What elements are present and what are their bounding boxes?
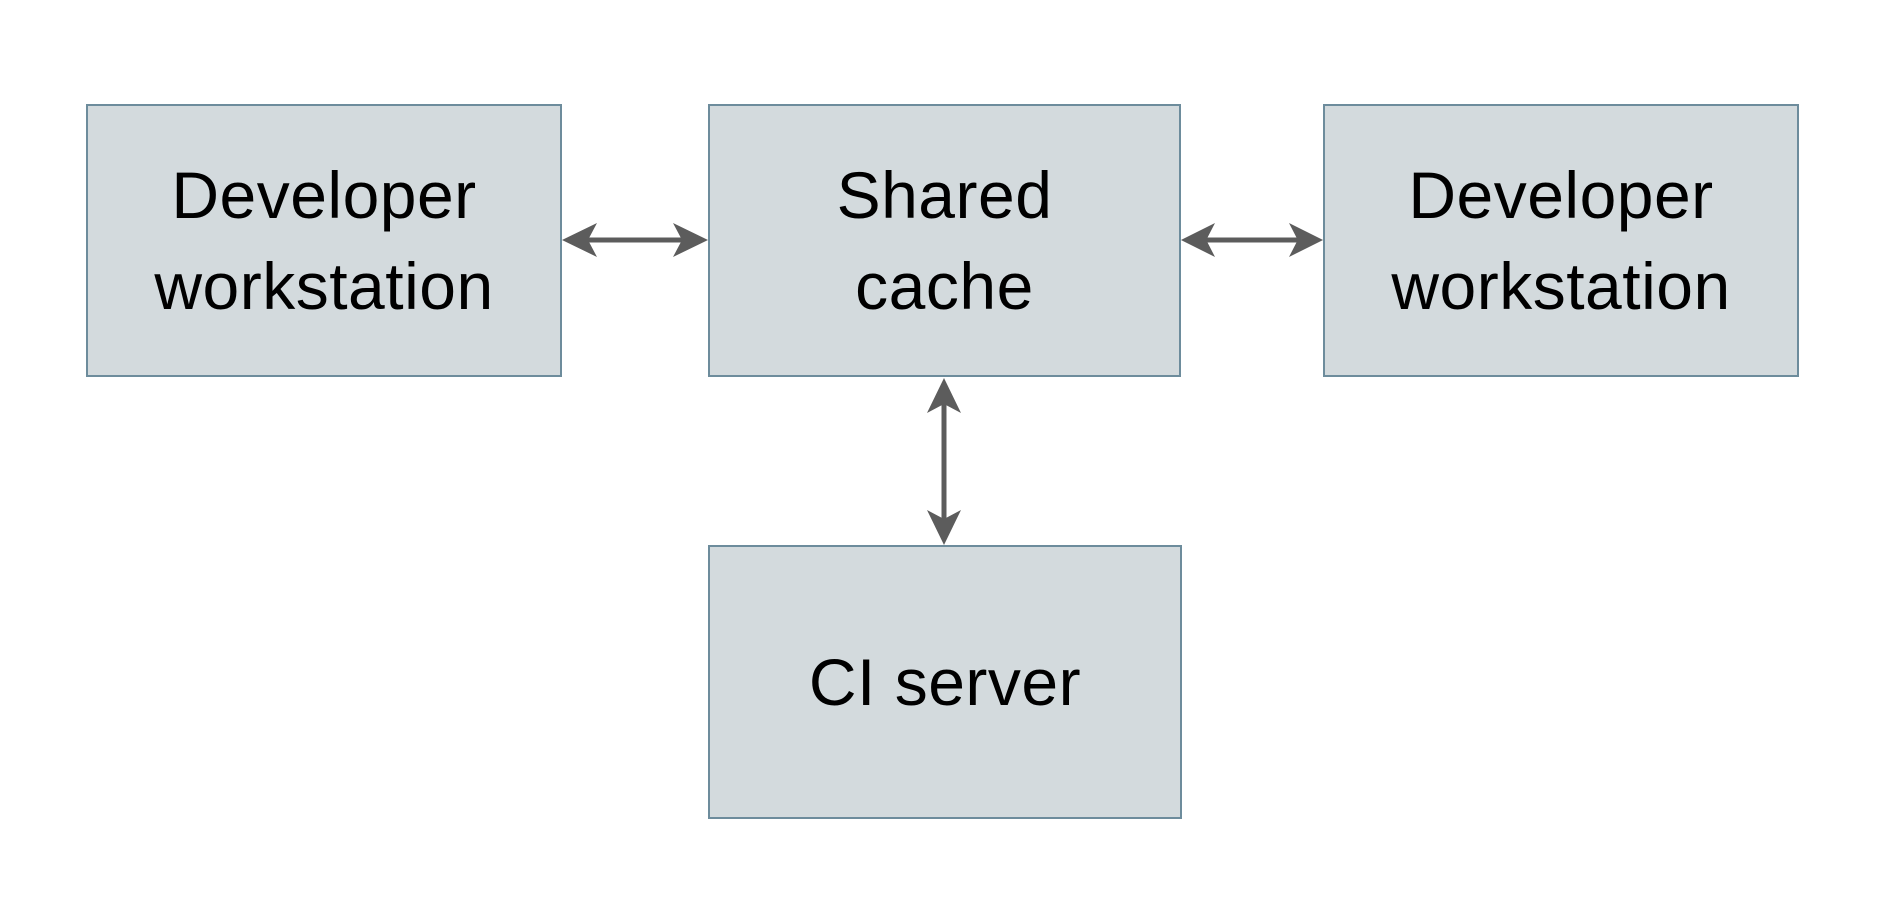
node-label-developer-workstation-left: Developer workstation [154,158,494,323]
node-label-ci-server: CI server [808,644,1082,719]
node-ci-server: CI server [708,545,1182,819]
double-arrow-icon-dev-left-shared-cache [562,223,708,257]
arrowhead-right-icon [1288,223,1324,257]
arrowhead-right-icon [673,223,708,257]
arrowhead-down-icon [927,510,961,545]
double-arrow-icon-shared-cache-ci-server [927,378,961,545]
node-label-shared-cache: Shared cache [836,158,1053,323]
arrowhead-left-icon [1180,223,1216,257]
node-developer-workstation-left: Developer workstation [86,104,562,377]
arrowhead-left-icon [562,223,597,257]
arrowhead-up-icon [927,378,961,413]
node-shared-cache: Shared cache [708,104,1181,377]
node-label-developer-workstation-right: Developer workstation [1391,158,1731,323]
node-developer-workstation-right: Developer workstation [1323,104,1799,377]
double-arrow-icon-shared-cache-dev-right [1180,223,1324,257]
